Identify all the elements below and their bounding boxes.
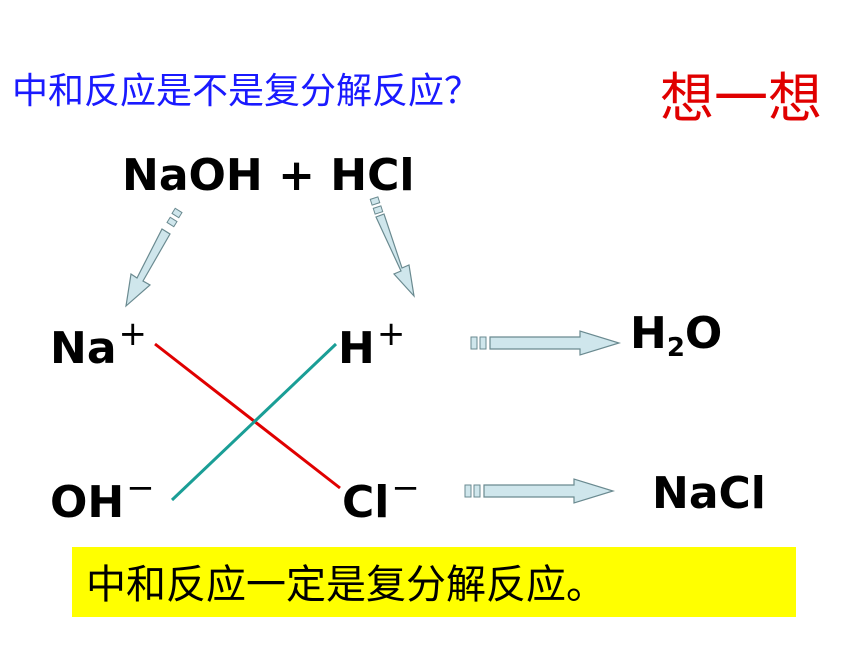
- ion-sodium-symbol: Na: [50, 323, 117, 374]
- product-water: H2O: [630, 308, 722, 363]
- ion-sodium: Na+: [50, 314, 147, 374]
- water-o: O: [684, 308, 723, 359]
- conclusion-text: 中和反应一定是复分解反应。: [86, 562, 606, 608]
- line-h-to-oh: [170, 342, 338, 502]
- ion-hydrogen-charge: +: [376, 314, 406, 354]
- ion-hydroxide-charge: −: [126, 468, 155, 508]
- ion-chloride: Cl−: [342, 468, 420, 528]
- product-salt: NaCl: [652, 468, 766, 519]
- ion-hydrogen-symbol: H: [338, 323, 375, 374]
- ion-hydroxide: OH−: [50, 468, 155, 528]
- ion-chloride-charge: −: [391, 468, 420, 508]
- question-title: 中和反应是不是复分解反应？: [12, 71, 481, 112]
- arrow-to-salt: [464, 478, 616, 504]
- think-label: 想一想: [660, 67, 822, 130]
- arrow-naoh-dissociation: [125, 207, 183, 308]
- water-subscript: 2: [666, 333, 685, 363]
- arrow-to-water: [470, 330, 622, 356]
- ion-hydroxide-symbol: OH: [50, 477, 125, 528]
- ion-sodium-charge: +: [118, 314, 148, 354]
- water-h: H: [630, 308, 667, 359]
- line-na-to-cl: [154, 342, 341, 490]
- conclusion-highlight: [72, 547, 796, 617]
- ion-chloride-symbol: Cl: [342, 477, 390, 528]
- ion-hydrogen: H+: [338, 314, 405, 374]
- reactants-equation: NaOH + HCl: [122, 150, 415, 201]
- arrow-hcl-dissociation: [369, 196, 415, 298]
